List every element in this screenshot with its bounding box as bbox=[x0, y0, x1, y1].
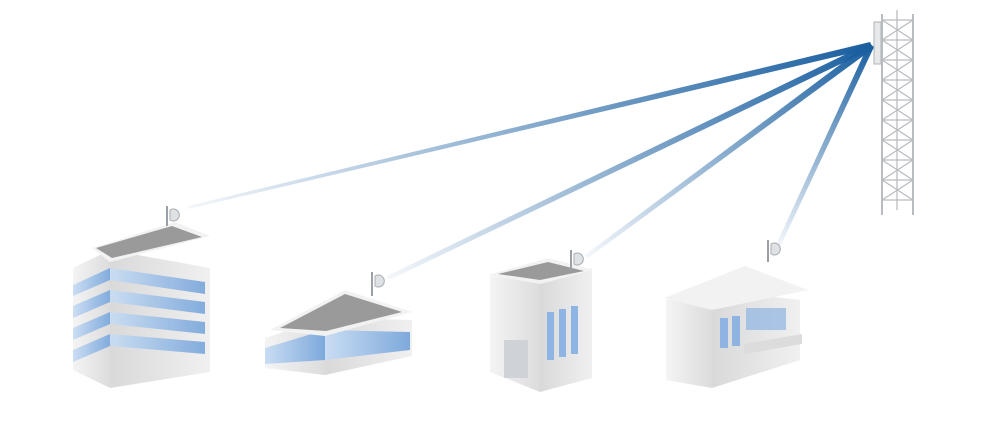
dish-antenna-icon bbox=[169, 208, 180, 222]
townhouse-building-icon bbox=[488, 250, 594, 392]
lattice-tower-icon bbox=[873, 10, 914, 215]
modern-house-building-icon bbox=[664, 240, 808, 388]
beam-link-1 bbox=[188, 42, 873, 209]
sector-antenna-icon bbox=[873, 21, 882, 65]
beam-link-3 bbox=[585, 43, 874, 258]
signal-beams bbox=[188, 42, 874, 280]
dish-antenna-icon bbox=[573, 252, 584, 266]
dish-antenna-icon bbox=[770, 242, 781, 256]
low-office-building-icon bbox=[265, 272, 412, 375]
beam-link-4 bbox=[776, 43, 874, 247]
dish-antenna-icon bbox=[374, 274, 385, 288]
beam-link-2 bbox=[387, 43, 874, 280]
tall-office-building-icon bbox=[73, 206, 210, 388]
